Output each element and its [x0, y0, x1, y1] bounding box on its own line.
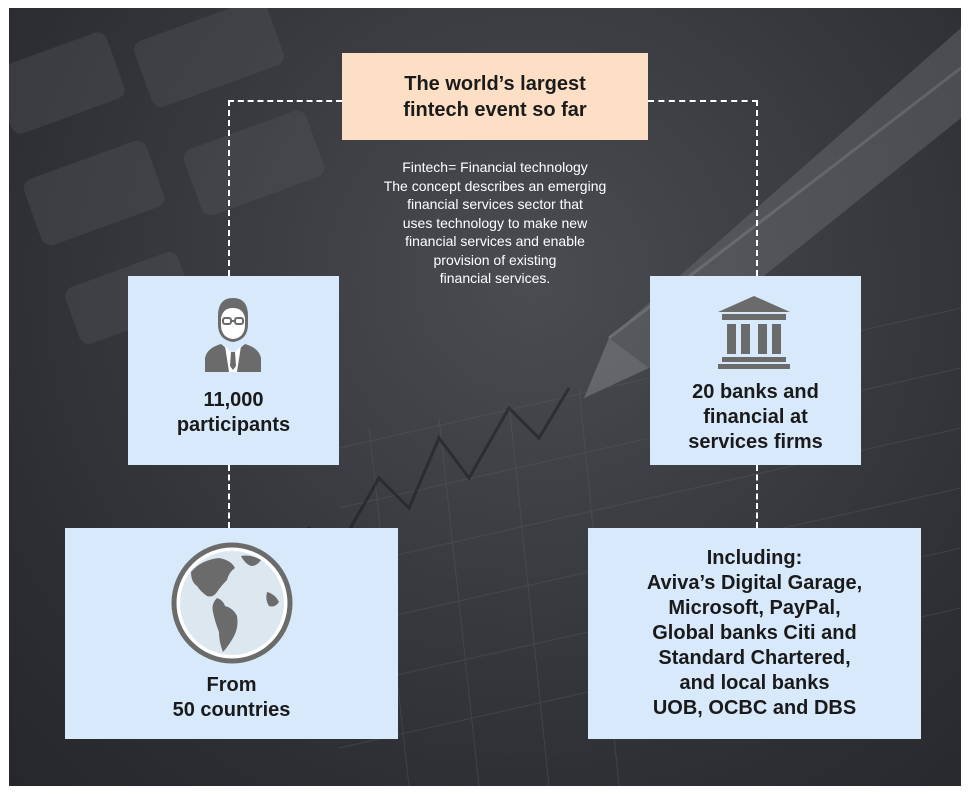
including-line: Microsoft, PayPal,: [668, 597, 841, 619]
title-line: fintech event so far: [403, 98, 587, 121]
connector-top-right: [648, 100, 758, 102]
including-line: UOB, OCBC and DBS: [652, 697, 857, 719]
description-line: The concept describes an emerging: [383, 177, 607, 194]
banks-label: 20 banks and financial at services firms: [650, 380, 861, 455]
description-line: financial services and enable: [405, 233, 585, 249]
infographic-panel: The world’s largest fintech event so far…: [9, 8, 961, 786]
including-label: Including: Aviva’s Digital Garage, Micro…: [588, 546, 921, 721]
including-box: Including: Aviva’s Digital Garage, Micro…: [588, 528, 921, 739]
banks-box: 20 banks and financial at services firms: [650, 276, 861, 465]
title-box: The world’s largest fintech event so far: [342, 53, 648, 140]
participants-label: 11,000 participants: [128, 388, 339, 438]
fintech-description: Fintech= Financial technology The concep…: [329, 158, 661, 288]
participants-line: participants: [176, 414, 291, 436]
businessman-icon: [205, 298, 261, 372]
bank-building-icon: [718, 296, 790, 369]
including-line: Standard Chartered,: [658, 647, 851, 669]
title-line: The world’s largest: [404, 72, 586, 95]
banks-line: 20 banks and: [692, 381, 819, 403]
participants-line: 11,000: [203, 389, 264, 411]
countries-box: From 50 countries: [65, 528, 398, 739]
description-line: financial services.: [439, 270, 551, 286]
banks-line: services firms: [688, 431, 823, 453]
globe-icon: [171, 542, 293, 664]
including-line: Global banks Citi and: [652, 622, 857, 644]
including-line: and local banks: [679, 672, 830, 694]
title-text: The world’s largest fintech event so far: [380, 71, 610, 123]
connector-top-left: [228, 100, 342, 102]
connector-left-vertical-bottom: [228, 465, 230, 528]
banks-line: financial at: [703, 406, 808, 428]
countries-label: From 50 countries: [65, 673, 398, 723]
countries-line: From: [206, 674, 257, 696]
description-line: financial services sector that: [407, 196, 583, 212]
including-line: Including:: [706, 547, 803, 569]
connector-right-vertical-bottom: [756, 465, 758, 528]
description-line: uses technology to make new: [402, 214, 588, 231]
connector-left-vertical-top: [228, 100, 230, 276]
connector-right-vertical-top: [756, 100, 758, 276]
description-line: provision of existing: [433, 251, 557, 268]
participants-box: 11,000 participants: [128, 276, 339, 465]
description-line: Fintech= Financial technology: [402, 159, 588, 175]
countries-line: 50 countries: [172, 699, 291, 721]
including-line: Aviva’s Digital Garage,: [646, 572, 863, 594]
